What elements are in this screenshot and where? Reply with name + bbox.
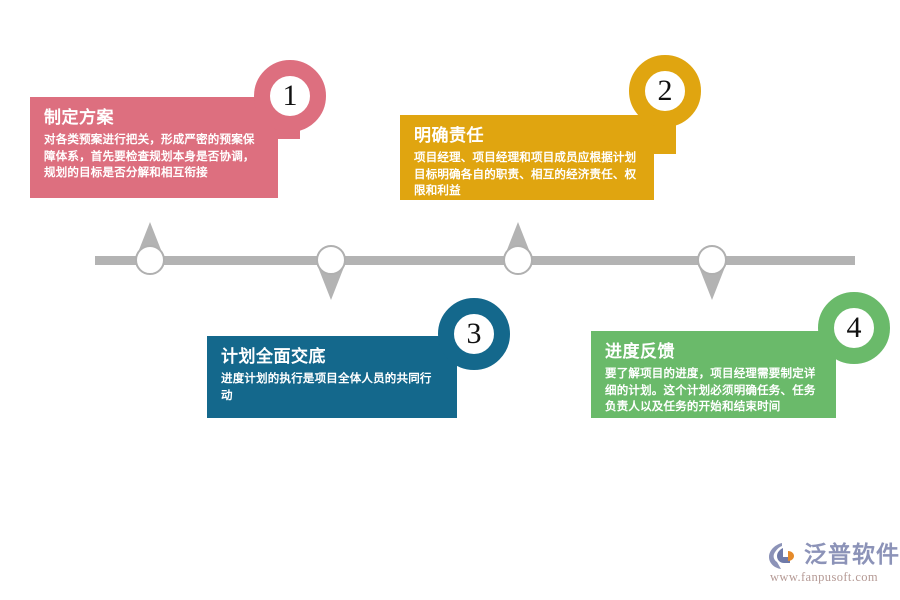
step-4-body: 要了解项目的进度，项目经理需要制定详细的计划。这个计划必须明确任务、任务负责人以…: [605, 368, 816, 413]
logo[interactable]: 泛普软件 www.fanpusoft.com: [768, 540, 899, 592]
step-4-number: 4: [846, 311, 862, 344]
step-2-body: 项目经理、项目经理和项目成员应根据计划目标明确各自的职责、相互的经济责任、权限和…: [414, 152, 637, 197]
step-3-body: 进度计划的执行是项目全体人员的共同行动: [221, 373, 432, 402]
timeline-node-2[interactable]: [316, 245, 346, 275]
step-3-title: 计划全面交底: [221, 347, 326, 366]
step-2-number: 2: [657, 74, 673, 107]
step-3-number: 3: [466, 317, 482, 350]
step-card-2[interactable]: 明确责任 项目经理、项目经理和项目成员应根据计划目标明确各自的职责、相互的经济责…: [400, 115, 654, 200]
step-1-number: 1: [282, 79, 298, 112]
step-2-title: 明确责任: [414, 126, 484, 145]
timeline-node-4[interactable]: [697, 245, 727, 275]
timeline-node-1[interactable]: [135, 245, 165, 275]
step-4-number-ring[interactable]: 4: [818, 292, 890, 364]
step-1-body: 对各类预案进行把关，形成严密的预案保障体系，首先要检查规划本身是否协调，规划的目…: [44, 134, 255, 179]
timeline-node-3[interactable]: [503, 245, 533, 275]
step-3-number-ring[interactable]: 3: [438, 298, 510, 370]
logo-name: 泛普软件: [804, 541, 900, 567]
step-2-number-ring[interactable]: 2: [629, 55, 701, 127]
step-1-number-ring[interactable]: 1: [254, 60, 326, 132]
logo-url: www.fanpusoft.com: [770, 570, 879, 584]
fanpu-logo-icon: [768, 542, 802, 570]
step-card-1[interactable]: 制定方案 对各类预案进行把关，形成严密的预案保障体系，首先要检查规划本身是否协调…: [30, 97, 278, 198]
timeline-axis-line: [95, 256, 855, 265]
step-card-4[interactable]: 进度反馈 要了解项目的进度，项目经理需要制定详细的计划。这个计划必须明确任务、任…: [591, 331, 836, 418]
step-card-3[interactable]: 计划全面交底 进度计划的执行是项目全体人员的共同行动: [207, 336, 457, 418]
step-4-title: 进度反馈: [605, 342, 675, 361]
step-1-title: 制定方案: [44, 108, 114, 127]
step-2-ring-tail: [652, 120, 676, 154]
